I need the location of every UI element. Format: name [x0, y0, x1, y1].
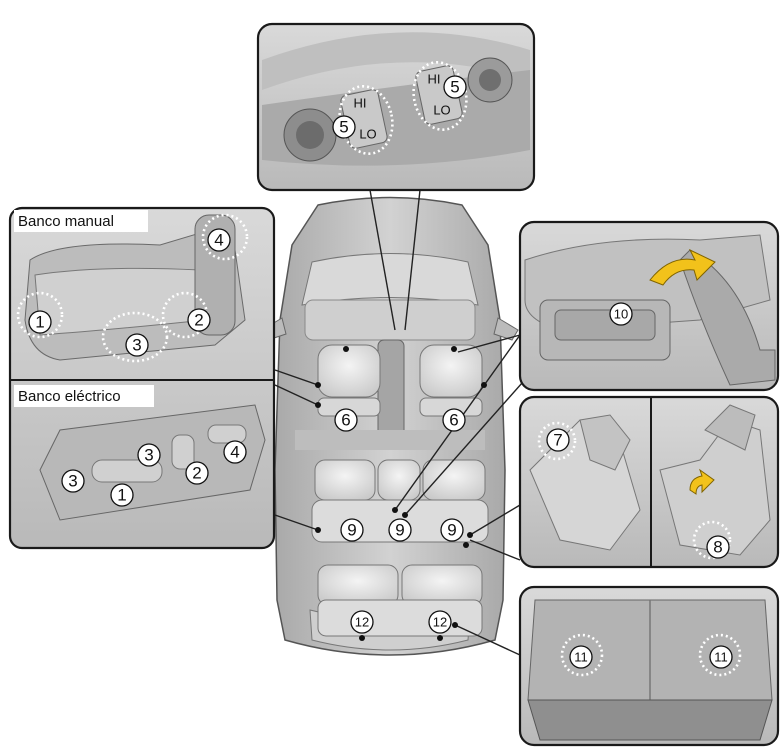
seat-adjust-panel: 1 2 3 4 Banco manual 3 3 1 2 4 Banco elé… — [8, 206, 276, 550]
callout-callouts-manual-3: 4 — [214, 231, 223, 250]
manual-seat-label: Banco manual — [18, 213, 114, 230]
callout-callouts-heater-0: 5 — [339, 118, 348, 137]
callout-callouts-fold-1: 8 — [713, 538, 722, 557]
callout-callouts-trunk-0: 11 — [574, 650, 588, 665]
callout-callouts-car-1: 6 — [449, 411, 458, 430]
power-seat-label: Banco eléctrico — [18, 388, 121, 405]
seat-heater-panel: HI LO HI LO 5 5 — [256, 22, 536, 192]
callout-heater_switch-lo: LO — [359, 127, 376, 142]
callout-callouts-car-5: 12 — [355, 615, 369, 630]
fold-seat-panel: 7 8 — [518, 395, 780, 569]
front-left-seat — [317, 344, 381, 417]
armrest-panel: 10 — [518, 220, 780, 392]
callout-heater_switch-lo: LO — [433, 103, 450, 118]
callout-callouts-console: 10 — [614, 307, 628, 322]
callout-callouts-power-4: 4 — [230, 443, 239, 462]
callout-heater_switch-hi: HI — [354, 96, 367, 111]
callout-callouts-manual-1: 2 — [194, 311, 203, 330]
callout-dots — [315, 346, 487, 641]
callout-callouts-car-4: 9 — [447, 521, 456, 540]
callout-callouts-fold-0: 7 — [553, 431, 562, 450]
callout-callouts-car-3: 9 — [395, 521, 404, 540]
callout-callouts-manual-0: 1 — [35, 313, 44, 332]
callout-callouts-trunk-1: 11 — [714, 650, 728, 665]
trunk-panel: 11 11 — [518, 585, 780, 747]
callout-callouts-car-0: 6 — [341, 411, 350, 430]
callout-callouts-power-1: 3 — [144, 446, 153, 465]
callout-callouts-power-2: 1 — [117, 486, 126, 505]
callout-callouts-power-3: 2 — [192, 464, 201, 483]
callout-callouts-heater-1: 5 — [450, 78, 459, 97]
callout-callouts-car-2: 9 — [347, 521, 356, 540]
car-callouts: 6 6 9 9 9 12 12 — [334, 408, 466, 634]
callout-callouts-power-0: 3 — [68, 472, 77, 491]
callout-callouts-car-6: 12 — [433, 615, 447, 630]
front-right-seat — [419, 344, 483, 417]
callout-callouts-manual-2: 3 — [132, 336, 141, 355]
callout-heater_switch-hi: HI — [428, 72, 441, 87]
